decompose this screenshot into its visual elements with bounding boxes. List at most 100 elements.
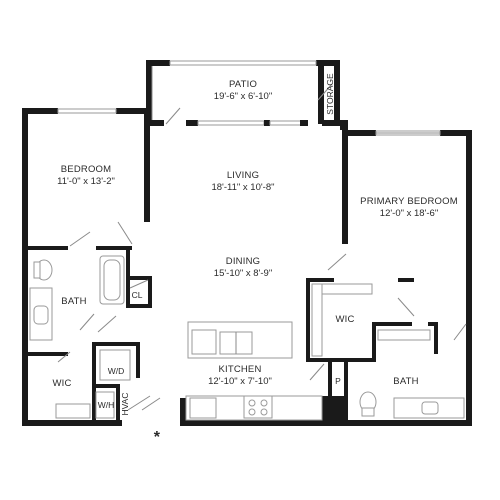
burner-3: [248, 408, 256, 416]
wall-patio-left: [146, 60, 152, 126]
label-wic-left: WIC: [52, 378, 71, 389]
window-patio-top: [169, 60, 317, 66]
door-bedroom: [117, 221, 133, 245]
wic-right-shelf-bottom: [377, 329, 431, 341]
wall-wh-hvac-divider: [116, 384, 120, 426]
bathtub-inner: [103, 259, 121, 301]
wall-primary-top-left: [342, 130, 376, 136]
door-laundry: [97, 315, 117, 333]
wall-living-top-notch: [340, 120, 348, 130]
walls: [22, 60, 472, 426]
slider-post-3: [300, 120, 308, 126]
door-pantry: [309, 363, 325, 381]
wall-closet-right: [148, 276, 152, 306]
door-primary: [327, 253, 347, 271]
slider-post-1: [186, 120, 198, 126]
door-bath-right: [453, 323, 467, 341]
wall-bath-top-left: [372, 322, 412, 326]
wall-living-top-left: [150, 120, 164, 126]
wall-primary-left: [342, 130, 348, 244]
door-patio: [165, 107, 181, 125]
windows: [57, 60, 441, 136]
dim-bedroom: 11'-0" x 13'-2": [57, 176, 115, 187]
wall-bedroom-bath-left: [28, 246, 68, 250]
label-kitchen: KITCHEN: [218, 364, 261, 375]
burner-2: [260, 399, 268, 407]
wic-left-shelf: [55, 403, 91, 419]
dim-living: 18'-11" x 10'-8": [211, 182, 274, 193]
sink-left: [33, 305, 49, 325]
label-storage: STORAGE: [325, 73, 335, 115]
wall-wic-bottom: [306, 358, 376, 362]
water-heater: [95, 391, 115, 419]
doors: [57, 83, 467, 411]
label-primary-bedroom: PRIMARY BEDROOM: [360, 196, 458, 207]
door-hvac: [127, 395, 151, 411]
label-bath-right: BATH: [393, 376, 418, 387]
label-pantry: P: [335, 376, 341, 386]
range: [243, 395, 273, 419]
wall-wic-top-left: [306, 278, 334, 282]
wall-patio-top-right: [316, 60, 340, 66]
wall-wh-top: [96, 384, 120, 388]
labels: PATIO 19'-6" x 6'-10" STORAGE BEDROOM 11…: [52, 73, 457, 446]
wall-closet-top: [126, 276, 152, 280]
wall-pantry-right: [344, 362, 348, 396]
label-wh: W/H: [98, 400, 115, 410]
slider-post-2: [264, 120, 270, 126]
label-wd: W/D: [108, 366, 125, 376]
toilet-right-tank: [361, 407, 375, 417]
door-storage: [317, 83, 333, 101]
wall-pantry-left: [328, 362, 332, 396]
wall-wic-left: [306, 278, 310, 362]
window-bedroom: [57, 108, 117, 114]
burner-1: [248, 399, 256, 407]
wall-right-exterior: [466, 130, 472, 426]
wall-wd-right: [136, 342, 140, 378]
wall-wd-top: [92, 342, 140, 346]
wall-primary-top-right: [440, 130, 472, 136]
label-wic-right: WIC: [335, 314, 354, 325]
slider-panel-1: [197, 120, 265, 126]
label-bedroom: BEDROOM: [61, 164, 112, 175]
wall-wic-right: [92, 342, 96, 426]
wall-bath-top-right: [428, 322, 438, 326]
label-hvac: HVAC: [120, 393, 130, 416]
wall-bedroom-top-right: [116, 108, 150, 114]
refrigerator: [189, 397, 217, 419]
dim-dining: 15'-10" x 8'-9": [214, 268, 272, 279]
wall-bath-bottom: [28, 352, 68, 356]
wall-storage-left: [318, 64, 324, 124]
washer-dryer: [99, 349, 131, 381]
door-entry: [141, 397, 161, 411]
label-closet: CL: [132, 290, 143, 300]
door-closet: [129, 279, 149, 289]
wall-patio-top-left: [146, 60, 170, 66]
dim-primary-bedroom: 12'-0" x 18'-6": [380, 208, 438, 219]
label-bath-left: BATH: [61, 296, 86, 307]
wall-pantry-base: [322, 396, 348, 426]
dim-kitchen: 12'-10" x 7'-10": [208, 376, 272, 387]
wall-patio-right: [334, 60, 340, 126]
wall-bedroom-bath-right: [96, 246, 132, 250]
burner-4: [260, 408, 268, 416]
wall-bedroom-top-left: [22, 108, 58, 114]
label-dining: DINING: [226, 256, 260, 267]
door-bath-left: [69, 231, 91, 247]
entry-marker: *: [154, 429, 161, 446]
wall-living-top-right: [322, 120, 340, 126]
slider-panel-2: [269, 120, 303, 126]
toilet-left-tank: [33, 261, 41, 279]
wall-bedroom-right: [144, 108, 150, 222]
label-patio: PATIO: [229, 79, 257, 90]
wall-bath-right-stub: [434, 322, 438, 354]
dim-patio: 19'-6" x 6'-10": [214, 91, 272, 102]
wic-right-shelf-left: [311, 283, 323, 357]
wall-wic-top-right: [398, 278, 414, 282]
wall-entry-right-jamb: [180, 398, 186, 426]
door-bath-inner: [79, 313, 95, 331]
label-living: LIVING: [227, 170, 259, 181]
wall-closet-bottom: [126, 304, 152, 308]
